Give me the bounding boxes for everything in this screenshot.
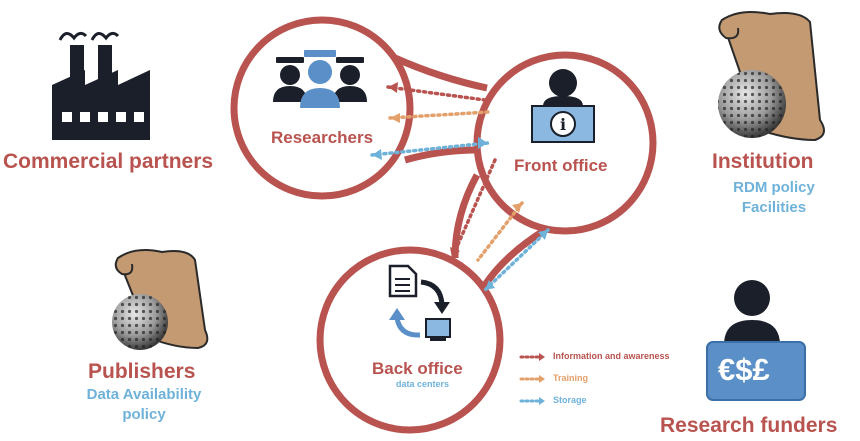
legend-label-information: Information and awareness [553,351,670,361]
arrow-info-top [386,85,487,102]
flow-arrows [370,85,550,292]
publishers-label: Publishers [88,360,196,383]
legend-label-storage: Storage [553,395,587,405]
back-office-label: Back office [372,359,463,378]
arrow-training-top [388,110,490,120]
front-office-icon: i [531,69,595,143]
currency-symbols: €$£ [718,352,770,387]
researchers-label: Researchers [271,128,374,147]
commercial-partners-label: Commercial partners [3,150,214,173]
arrow-heads [372,82,548,290]
neck-top [393,54,488,92]
publishers-scroll-icon [112,249,209,350]
arrow-info-mid [450,158,497,260]
research-funders-label: Research funders [660,414,838,437]
institution-scroll-icon [718,11,825,142]
publishers-item-policy: policy [122,406,166,423]
arrow-training-mid [476,201,524,262]
front-office-label: Front office [514,156,608,175]
publishers-item-data-availability: Data Availability [86,386,202,403]
factory-icon [52,31,150,140]
back-office-subtitle: data centers [396,379,450,389]
neck-right [482,227,547,287]
institution-label: Institution [712,150,814,173]
researchers-icon [273,50,367,108]
legend-label-training: Training [553,373,589,383]
back-office-icon [388,264,451,341]
neck-top-lower [404,146,479,164]
legend-markers [519,353,545,405]
institution-item-facilities: Facilities [741,199,807,216]
arrow-storage-mid [483,228,550,292]
arrow-storage-top [370,141,490,157]
research-funders-icon [706,280,806,401]
svg-text:i: i [560,115,566,134]
institution-item-rdm-policy: RDM policy [733,179,815,196]
